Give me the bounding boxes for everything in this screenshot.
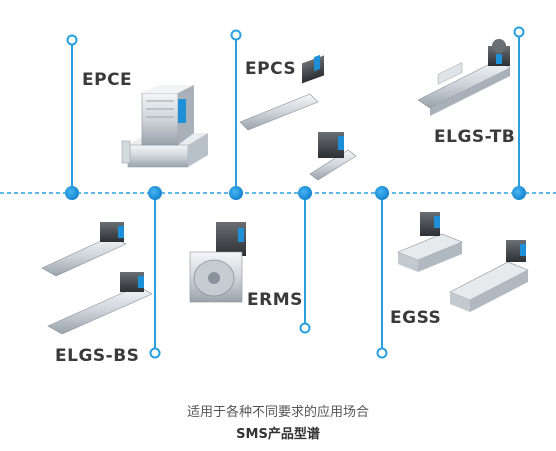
- epce-product-image: [121, 85, 208, 168]
- label-elgs-tb: ELGS-TB: [434, 127, 516, 147]
- label-erms: ERMS: [247, 290, 303, 310]
- caption-subtitle: 适用于各种不同要求的应用场合: [186, 405, 369, 420]
- egss-product-image: [397, 212, 529, 312]
- stem-epcs: [229, 29, 243, 200]
- label-epce: EPCE: [82, 70, 133, 90]
- stem-erms: [298, 186, 312, 334]
- stem-epce: [65, 34, 79, 200]
- stem-egss: [375, 186, 389, 359]
- caption-title: SMS产品型谱: [236, 427, 320, 442]
- elgs-tb-product-image: [417, 39, 511, 116]
- epcs-product-image: [239, 54, 357, 181]
- label-epcs: EPCS: [245, 59, 297, 79]
- elgs-bs-product-image: [41, 222, 153, 335]
- label-egss: EGSS: [390, 308, 442, 328]
- label-elgs-bs: ELGS-BS: [55, 346, 140, 366]
- stem-elgs-tb: [512, 26, 526, 200]
- stem-elgs-bs: [148, 186, 162, 359]
- erms-product-image: [189, 222, 246, 303]
